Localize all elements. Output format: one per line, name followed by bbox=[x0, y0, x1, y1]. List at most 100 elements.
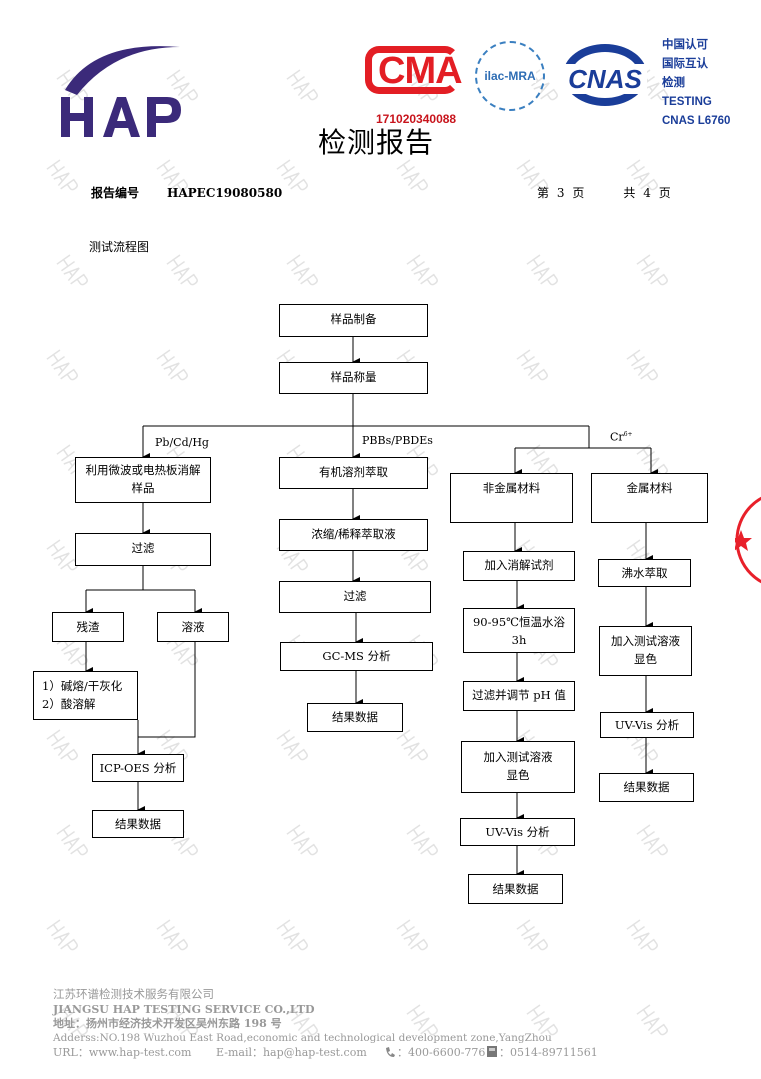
cr-sup: 6+ bbox=[623, 431, 633, 438]
footer-url: URL：www.hap-test.com bbox=[53, 1046, 192, 1059]
hap-watermark bbox=[516, 919, 548, 951]
hap-watermark bbox=[396, 159, 428, 191]
footer-company-cn: 江苏环谱检测技术服务有限公司 bbox=[53, 987, 214, 1001]
hap-watermark bbox=[626, 159, 658, 191]
hap-watermark bbox=[166, 1004, 198, 1036]
hap-watermark bbox=[156, 919, 188, 951]
hap-watermark bbox=[276, 729, 308, 761]
step-add-digest-reagent: 加入消解试剂 bbox=[463, 551, 575, 581]
hap-watermark bbox=[46, 919, 78, 951]
report-number: HAPEC19080580 bbox=[167, 186, 283, 200]
accr-line: 国际互认 bbox=[662, 58, 708, 70]
branch-label-pb-cd-hg: Pb/Cd/Hg bbox=[155, 436, 209, 449]
step-filter-ph: 过滤并调节 pH 值 bbox=[463, 681, 575, 711]
footer-email: E-mail：hap@hap-test.com bbox=[216, 1046, 367, 1059]
phone-icon bbox=[386, 1047, 395, 1057]
step-result-nonmetal: 结果数据 bbox=[468, 874, 563, 904]
step-concentrate: 浓缩/稀释萃取液 bbox=[279, 519, 428, 551]
report-number-label: 报告编号 bbox=[91, 186, 140, 200]
branch-label-cr6: Cr6+ bbox=[610, 428, 633, 444]
hap-watermark bbox=[166, 254, 198, 286]
ilac-mra-logo: ilac-MRA bbox=[475, 41, 545, 111]
text: 加入测试溶液 bbox=[611, 634, 680, 648]
text: 2）酸溶解 bbox=[42, 697, 96, 711]
hap-watermark bbox=[526, 444, 558, 476]
page-suffix: 页 bbox=[658, 186, 671, 200]
step-sample-weigh: 样品称量 bbox=[279, 362, 428, 394]
text: 90-95℃恒温水浴 bbox=[472, 615, 566, 629]
step-result-metal: 结果数据 bbox=[599, 773, 694, 802]
hap-watermark bbox=[396, 729, 428, 761]
section-title: 测试流程图 bbox=[89, 240, 150, 254]
step-filter-left: 过滤 bbox=[75, 533, 211, 566]
hap-watermark bbox=[406, 254, 438, 286]
cnas-logo: CNAS bbox=[563, 44, 647, 106]
page-total: 4 bbox=[643, 186, 651, 200]
hap-watermark bbox=[286, 69, 318, 101]
fax-icon bbox=[487, 1046, 497, 1057]
text: 3h bbox=[511, 633, 527, 647]
step-gc-ms: GC-MS 分析 bbox=[280, 642, 433, 671]
step-color-metal: 加入测试溶液显色 bbox=[599, 626, 692, 676]
hap-watermark bbox=[156, 729, 188, 761]
hap-watermark bbox=[406, 824, 438, 856]
step-color-nonmetal: 加入测试溶液显色 bbox=[461, 741, 575, 793]
hap-watermark bbox=[626, 919, 658, 951]
step-sample-prep: 样品制备 bbox=[279, 304, 428, 337]
hap-watermark bbox=[396, 919, 428, 951]
hap-watermark bbox=[46, 729, 78, 761]
step-boil-extract: 沸水萃取 bbox=[598, 559, 691, 587]
hap-watermark bbox=[636, 444, 668, 476]
hap-watermark bbox=[56, 1004, 88, 1036]
step-residue: 残渣 bbox=[52, 612, 124, 642]
branch-label-pbbs: PBBs/PBDEs bbox=[362, 434, 433, 447]
hap-watermark bbox=[286, 1004, 318, 1036]
step-nonmetal: 非金属材料 bbox=[450, 473, 573, 523]
footer-fax: ：0514-89711561 bbox=[499, 1046, 598, 1059]
hap-watermark bbox=[626, 349, 658, 381]
accreditation-text: 中国认可 国际互认 检测 TESTING CNAS L6760 bbox=[662, 36, 730, 131]
hap-watermark bbox=[526, 1004, 558, 1036]
footer-address-cn: 地址：扬州市经济技术开发区吴州东路 198 号 bbox=[53, 1017, 282, 1030]
stamp-star-icon bbox=[735, 530, 752, 551]
footer-phone: ：400-6600-776 bbox=[397, 1046, 486, 1059]
hap-watermark bbox=[406, 1004, 438, 1036]
accr-line: CNAS L6760 bbox=[662, 115, 731, 127]
cma-logo: CMA bbox=[365, 46, 463, 94]
company-stamp bbox=[735, 496, 761, 584]
step-digest: 利用微波或电热板消解样品 bbox=[75, 457, 211, 503]
page-total-prefix: 共 bbox=[623, 186, 636, 200]
cr-text: Cr bbox=[610, 430, 624, 444]
hap-logo bbox=[61, 46, 181, 137]
step-result-mid: 结果数据 bbox=[307, 703, 403, 732]
page-current: 3 bbox=[556, 186, 565, 200]
accr-line: 中国认可 bbox=[662, 39, 708, 51]
step-uv-metal: UV-Vis 分析 bbox=[600, 712, 694, 738]
hap-watermark bbox=[156, 349, 188, 381]
hap-watermark bbox=[56, 824, 88, 856]
footer-company-en: JIANGSU HAP TESTING SERVICE CO.,LTD bbox=[53, 1003, 315, 1016]
hap-watermark bbox=[406, 69, 438, 101]
text: 样品 bbox=[131, 481, 155, 495]
step-solution: 溶液 bbox=[157, 612, 229, 642]
text: 显色 bbox=[634, 652, 657, 666]
hap-watermark bbox=[636, 254, 668, 286]
footer-address-en: Adderss:NO.198 Wuzhou East Road,economic… bbox=[53, 1032, 552, 1044]
hap-watermark bbox=[286, 254, 318, 286]
hap-watermark bbox=[276, 919, 308, 951]
hap-watermark bbox=[526, 254, 558, 286]
accr-line: 检测 bbox=[662, 77, 685, 89]
hap-watermark bbox=[56, 254, 88, 286]
hap-watermark bbox=[636, 1004, 668, 1036]
page-indicator: 第 3 页 共 4 页 bbox=[537, 186, 671, 200]
page-prefix: 第 bbox=[537, 186, 550, 200]
page-mid: 页 bbox=[572, 186, 585, 200]
step-filter-mid: 过滤 bbox=[279, 581, 431, 613]
text: 加入测试溶液 bbox=[483, 750, 553, 764]
step-uv-nonmetal: UV-Vis 分析 bbox=[460, 818, 575, 846]
text: 显色 bbox=[506, 768, 530, 782]
accr-line: TESTING bbox=[662, 96, 712, 108]
hap-watermark bbox=[516, 159, 548, 191]
